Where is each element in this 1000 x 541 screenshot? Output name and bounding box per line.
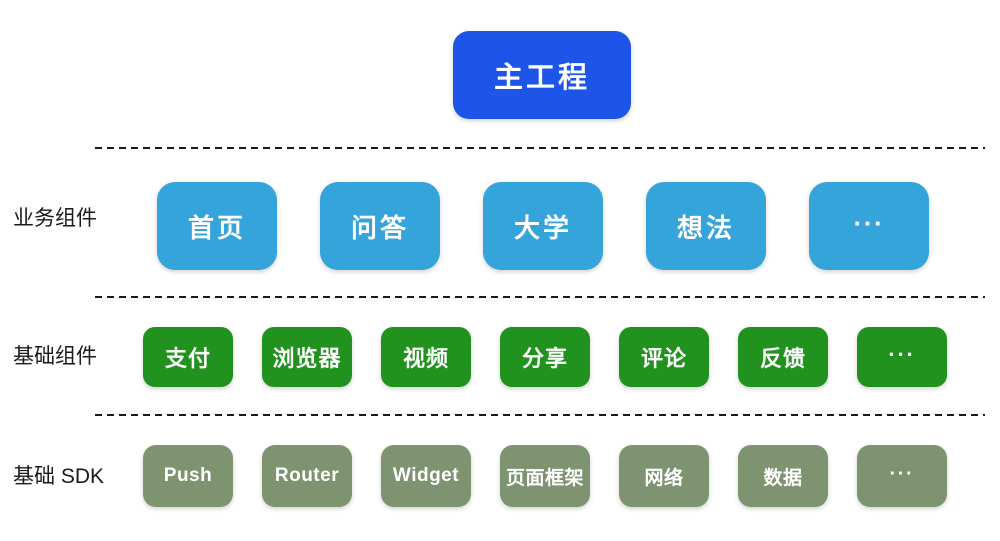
component-box: 视频: [381, 327, 471, 387]
component-box-label: 视频: [402, 346, 449, 371]
dashed-divider: [95, 147, 985, 149]
row-label-business-components: 业务组件: [13, 207, 97, 230]
component-box: 想法: [646, 182, 766, 270]
component-box: 数据: [738, 445, 828, 507]
component-box: 问答: [320, 182, 440, 270]
component-box: 评论: [619, 327, 709, 387]
component-box-label: 大学: [513, 212, 572, 243]
component-box: 分享: [500, 327, 590, 387]
component-box-label: 评论: [640, 346, 687, 371]
root-node-main-project: 主工程: [453, 31, 631, 119]
component-box: 浏览器: [262, 327, 352, 387]
component-box: 页面框架: [500, 445, 590, 507]
component-box-label: 页面框架: [505, 467, 584, 489]
component-box-label: 想法: [676, 212, 735, 243]
component-box-label: Widget: [392, 465, 460, 486]
row-label-base-sdk: 基础 SDK: [13, 465, 105, 488]
component-box-label: Push: [163, 465, 213, 486]
component-box: 反馈: [738, 327, 828, 387]
component-box-label: 问答: [350, 212, 409, 243]
component-box-ellipsis: ...: [857, 445, 947, 507]
dashed-divider: [95, 414, 985, 416]
component-box-label: ...: [853, 201, 885, 232]
component-box-label: 数据: [763, 467, 803, 489]
component-box-ellipsis: ...: [809, 182, 929, 270]
row-base-sdk: Push Router Widget 页面框架 网络 数据...: [143, 445, 947, 507]
component-box-label: 首页: [187, 212, 246, 243]
component-box: 网络: [619, 445, 709, 507]
row-label-base-components: 基础组件: [13, 345, 97, 368]
component-box: 大学: [483, 182, 603, 270]
component-box-label: 网络: [644, 467, 684, 489]
row-base-components: 支付 浏览器 视频 分享 评论 反馈...: [143, 327, 947, 387]
row-business-components: 首页 问答 大学 想法...: [157, 182, 929, 270]
component-box-label: 反馈: [759, 346, 806, 371]
component-box-label: 分享: [521, 346, 568, 371]
component-box-ellipsis: ...: [857, 327, 947, 387]
component-box-label: ...: [888, 336, 916, 362]
component-box: Router: [262, 445, 352, 507]
dashed-divider: [95, 296, 985, 298]
component-box-label: ...: [889, 458, 915, 480]
component-box-label: 支付: [164, 346, 211, 371]
component-box-label: Router: [274, 465, 340, 486]
component-box: Push: [143, 445, 233, 507]
component-box-label: 浏览器: [272, 346, 342, 371]
component-box: 支付: [143, 327, 233, 387]
component-box: 首页: [157, 182, 277, 270]
component-box: Widget: [381, 445, 471, 507]
